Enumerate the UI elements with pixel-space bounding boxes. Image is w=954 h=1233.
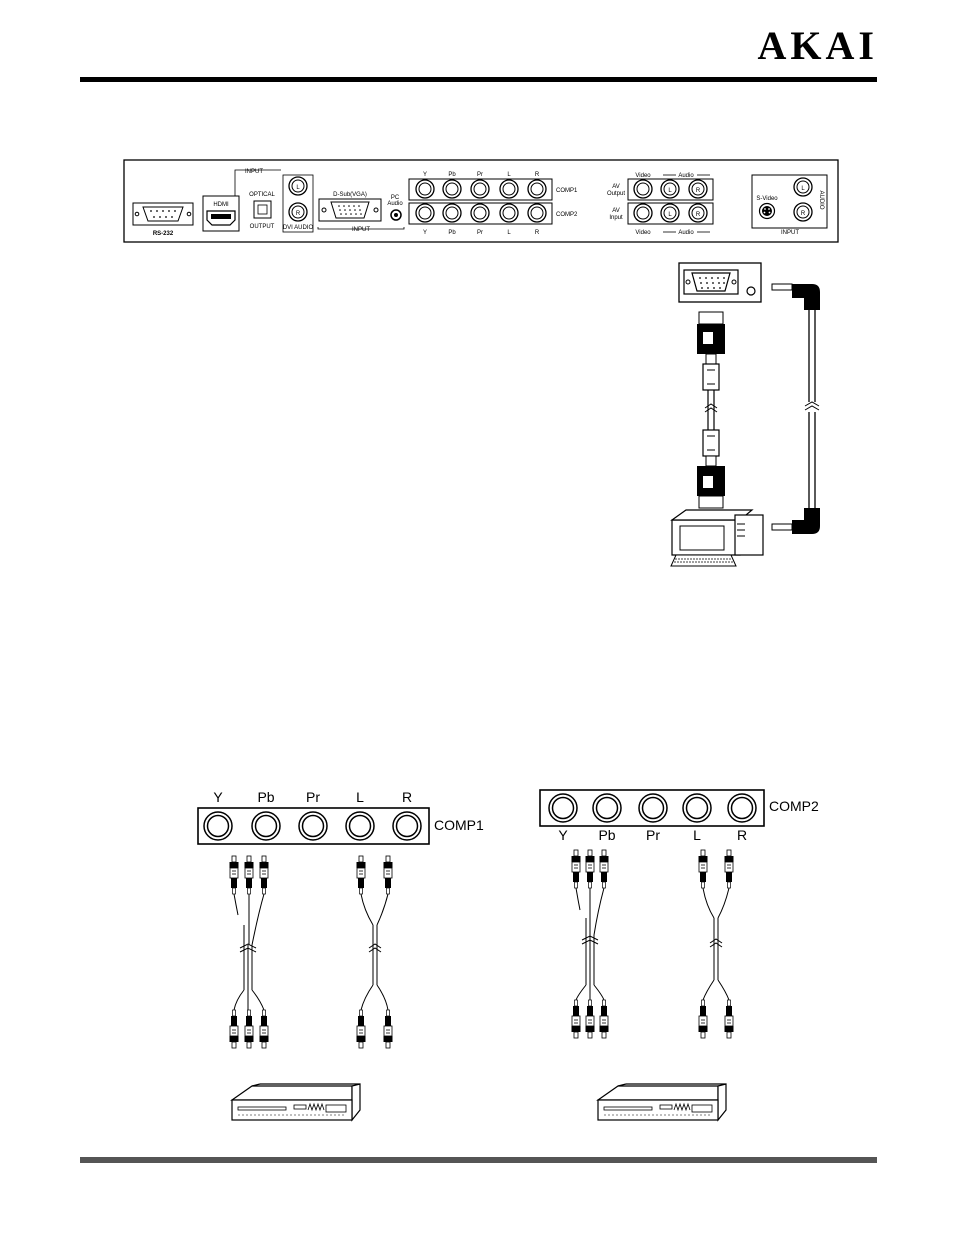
comp1-col-l: L	[356, 789, 364, 805]
computer-icon	[671, 510, 763, 566]
comp1-col-pr: Pr	[306, 789, 320, 805]
panel-comp2-label: COMP2	[556, 212, 578, 218]
comp1-col-pb: Pb	[257, 789, 274, 805]
vga-input-label: INPUT	[352, 227, 370, 233]
output-label: OUTPUT	[250, 224, 275, 230]
dvd-player-icon-2	[598, 1084, 726, 1120]
footer-rule	[80, 1157, 877, 1163]
comp2-col-l: L	[693, 827, 701, 843]
comp2-col-r: R	[737, 827, 747, 843]
comp-top-col-pb: Pb	[448, 172, 456, 178]
av-video-top: Video	[635, 173, 651, 179]
dsub-label: D-Sub(VGA)	[333, 192, 367, 198]
comp1-label: COMP1	[434, 817, 484, 833]
dvd-player-icon-1	[232, 1084, 360, 1120]
svideo-label: S-Video	[756, 196, 778, 202]
av-input-label-1: AV	[612, 208, 620, 214]
av-in-jack-r: R	[696, 212, 701, 218]
comp2-col-y: Y	[558, 827, 568, 843]
av-out-jack-r: R	[696, 188, 701, 194]
hdmi-label: HDMI	[213, 202, 229, 208]
comp1-col-y: Y	[213, 789, 223, 805]
comp2-diagram: COMP2 Y Pb Pr L R	[540, 790, 819, 1120]
sv-jack-r: R	[801, 211, 806, 217]
dvi-jack-r: R	[296, 211, 301, 217]
av-video-bottom: Video	[635, 230, 651, 236]
comp-top-col-pr: Pr	[477, 172, 483, 178]
comp-bottom-col-pr: Pr	[477, 230, 483, 236]
comp-bottom-col-r: R	[535, 230, 540, 236]
dvi-audio-label: DVI AUDIO	[283, 225, 314, 231]
comp2-col-pr: Pr	[646, 827, 660, 843]
sv-input-label: INPUT	[781, 230, 799, 236]
sv-audio-label: AUDIO	[818, 190, 824, 209]
svideo-panel: S-Video L R AUDIO INPUT	[752, 175, 827, 236]
hdmi-port: HDMI	[203, 196, 239, 231]
rear-panel: RS-232 HDMI INPUT OPTICAL OUTPUT L R DVI…	[124, 160, 838, 242]
av-audio-top: Audio	[678, 173, 694, 179]
comp2-label: COMP2	[769, 798, 819, 814]
panel-comp1-label: COMP1	[556, 188, 578, 194]
av-output-label-2: Output	[607, 191, 625, 197]
optical-label: OPTICAL	[249, 192, 275, 198]
av-input-label-2: Input	[609, 215, 623, 221]
pc-audio-label: Audio	[387, 201, 403, 207]
comp2-col-pb: Pb	[598, 827, 615, 843]
comp1-diagram: Y Pb Pr L R COMP1	[198, 789, 484, 1120]
vga-connection-illustration	[671, 263, 820, 566]
comp-bottom-col-pb: Pb	[448, 230, 456, 236]
rs232-label: RS-232	[153, 231, 174, 237]
av-output-label-1: AV	[612, 184, 620, 190]
comp1-col-r: R	[402, 789, 412, 805]
comp-top-col-r: R	[535, 172, 540, 178]
input-top-label: INPUT	[245, 169, 263, 175]
comp-top-col-y: Y	[423, 172, 427, 178]
av-audio-bottom: Audio	[678, 230, 694, 236]
comp-bottom-col-y: Y	[423, 230, 427, 236]
